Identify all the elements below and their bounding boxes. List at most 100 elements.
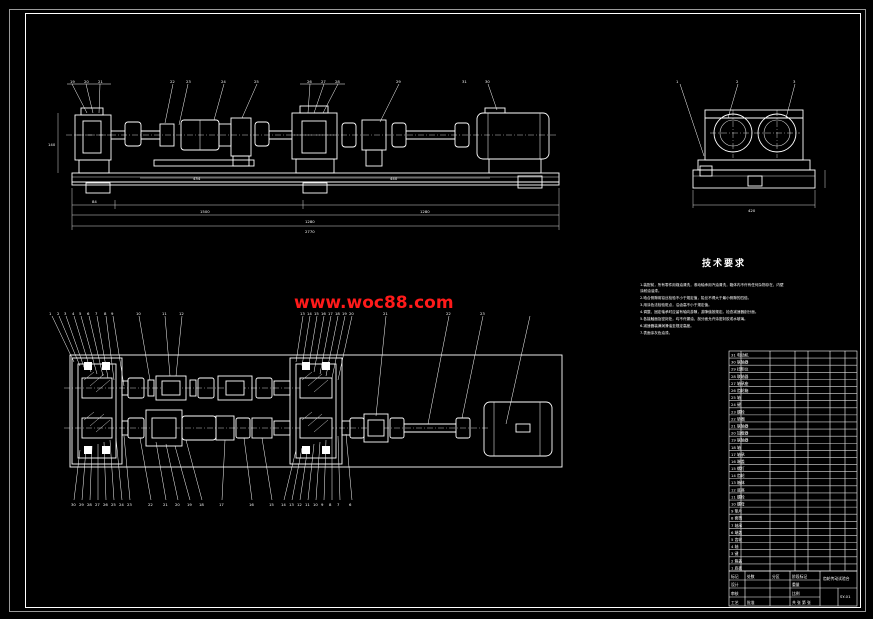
balloon-23: 23 [186,79,191,84]
dim-1280: 1280 [420,209,430,214]
plan-balloon-10: 10 [136,311,141,316]
plan-balloon-16: 16 [321,311,326,316]
balloon-29: 29 [396,79,401,84]
plan-bottom-balloon-11: 19 [187,502,192,507]
title-block: 标记 处数 分区 设计 审核 工艺 批准 阶段标记 重量 比例 共 张 第 张 … [728,570,858,607]
dim-84: 84 [92,199,97,204]
tb-label-weight: 重量 [792,582,800,587]
parts-row-label: 5 齿轮 [731,537,742,542]
plan-balloon-8: 8 [104,311,107,316]
plan-bottom-balloon-18: 12 [297,502,302,507]
parts-row-label: 22 垫圈 [731,416,745,421]
outer-border [9,9,866,612]
parts-row-label: 6 端盖 [731,530,742,535]
plan-balloon-3: 3 [64,311,67,316]
tb-role-process: 工艺 [731,600,739,605]
balloon-26: 26 [307,79,312,84]
parts-row-label: 2 箱盖 [731,558,742,563]
tb-row-count: 处数 [747,574,755,579]
plan-balloon-21: 21 [383,311,388,316]
side-dim-420: 420 [748,208,756,213]
tech-req-line: 7.表面涂灰色油漆。 [640,330,672,335]
parts-row-label: 21 联轴器 [731,423,749,428]
tb-role-review: 审核 [731,591,739,596]
tech-req-line: 5.各接触面及密封处，均不许漏油，剖分面允许涂密封胶或水玻璃。 [640,316,748,321]
parts-row-label: 15 螺钉 [731,466,745,471]
tech-req-line: 6.减速器装满润滑油至规定高度。 [640,323,694,328]
plan-balloon-19: 19 [342,311,347,316]
plan-bottom-balloon-8: 22 [148,502,153,507]
plan-balloon-20: 20 [349,311,354,316]
tech-req-line: 1.装配前，所有零件用煤油清洗，滚动轴承用汽油清洗，箱体内不许有任何杂物存在，内… [640,282,784,287]
tb-role-design: 设计 [731,582,739,587]
parts-row-label: 18 轴 [731,445,741,450]
parts-row-label: 12 底座 [731,487,745,492]
plan-balloon-1: 1 [49,311,52,316]
plan-bottom-balloon-7: 23 [127,502,132,507]
plan-balloon-13: 13 [300,311,305,316]
parts-row-label: 3 键 [731,551,739,556]
plan-balloon-2: 2 [57,311,60,316]
parts-row-label: 1 底板 [731,565,742,570]
dim-434: 434 [193,176,201,181]
tech-req-line: 2.啮合侧隙用铅丝检验不小于规定值，铅丝不得大于最小侧隙的四倍。 [640,295,751,300]
plan-balloon-23: 23 [480,311,485,316]
parts-row-label: 28 联轴器 [731,374,749,379]
balloon-28: 28 [335,79,340,84]
plan-bottom-balloon-3: 27 [95,502,100,507]
plan-bottom-balloon-9: 21 [163,502,168,507]
parts-row-label: 17 轴承 [731,452,745,457]
plan-bottom-balloon-12: 18 [199,502,204,507]
side-balloon-2: 2 [736,79,739,84]
technical-requirements: 技术要求 1.装配前，所有零件用煤油清洗，滚动轴承用汽油清洗，箱体内不许有任何杂… [640,257,784,335]
plan-balloon-22: 22 [446,311,451,316]
tb-label-sheets: 共 张 第 张 [792,600,811,605]
plan-bottom-balloon-4: 26 [103,502,108,507]
parts-row-label: 24 键 [731,402,741,407]
parts-row-label: 29 扭矩仪 [731,367,749,372]
parts-row-label: 9 垫片 [731,509,742,514]
plan-balloon-11: 11 [162,311,167,316]
inner-border [25,13,861,608]
parts-row-label: 19 联轴器 [731,438,749,443]
tb-label-stage: 阶段标记 [792,574,807,579]
balloon-25: 25 [254,79,259,84]
plan-balloon-14: 14 [307,311,312,316]
balloon-27: 27 [321,79,326,84]
side-balloon-3: 3 [793,79,796,84]
plan-bottom-balloon-0: 30 [71,502,76,507]
plan-view: 1 2 3 4 5 6 7 8 9 10 11 12 13 14 15 16 1… [49,311,563,507]
drawing-name: 齿轮传动试验台 [823,576,850,581]
balloon-31: 31 [462,79,467,84]
plan-bottom-balloon-1: 29 [79,502,84,507]
plan-bottom-balloon-6: 24 [119,502,124,507]
plan-bottom-balloon-10: 20 [175,502,180,507]
tb-role-approve: 批准 [747,600,755,605]
plan-bottom-balloon-19: 11 [305,502,310,507]
parts-row-label: 11 螺栓 [731,494,745,499]
balloon-22: 22 [170,79,175,84]
drawing-number: SY-01 [840,594,851,599]
parts-row-label: 31 电动机 [731,352,749,357]
parts-row-label: 23 螺栓 [731,409,745,414]
balloon-21: 21 [98,79,103,84]
parts-row-label: 4 轴 [731,544,739,549]
tech-req-line: 3.用涂色法检验斑点，沿齿高不小于规定值。 [640,302,712,307]
parts-row-label: 16 端盖 [731,459,745,464]
parts-row-label: 26 齿轮箱 [731,388,749,393]
tb-label-scale: 比例 [792,591,800,596]
plan-balloon-15: 15 [314,311,319,316]
side-view: 420 1 2 3 [676,79,826,213]
balloon-24: 24 [221,79,226,84]
front-elevation-view: 84 434 440 140 1500 1280 1280 2770 19 20 [48,79,560,234]
tech-req-title: 技术要求 [702,257,746,269]
parts-row-label: 13 箱体 [731,480,745,485]
parts-row-label: 27 轴承座 [731,381,749,386]
dim-140: 140 [48,142,56,147]
plan-bottom-balloon-24: 6 [349,502,352,507]
dim-440: 440 [390,176,398,181]
watermark-text: www.woc88.com [294,293,454,313]
tb-row-mark: 标记 [731,574,739,579]
